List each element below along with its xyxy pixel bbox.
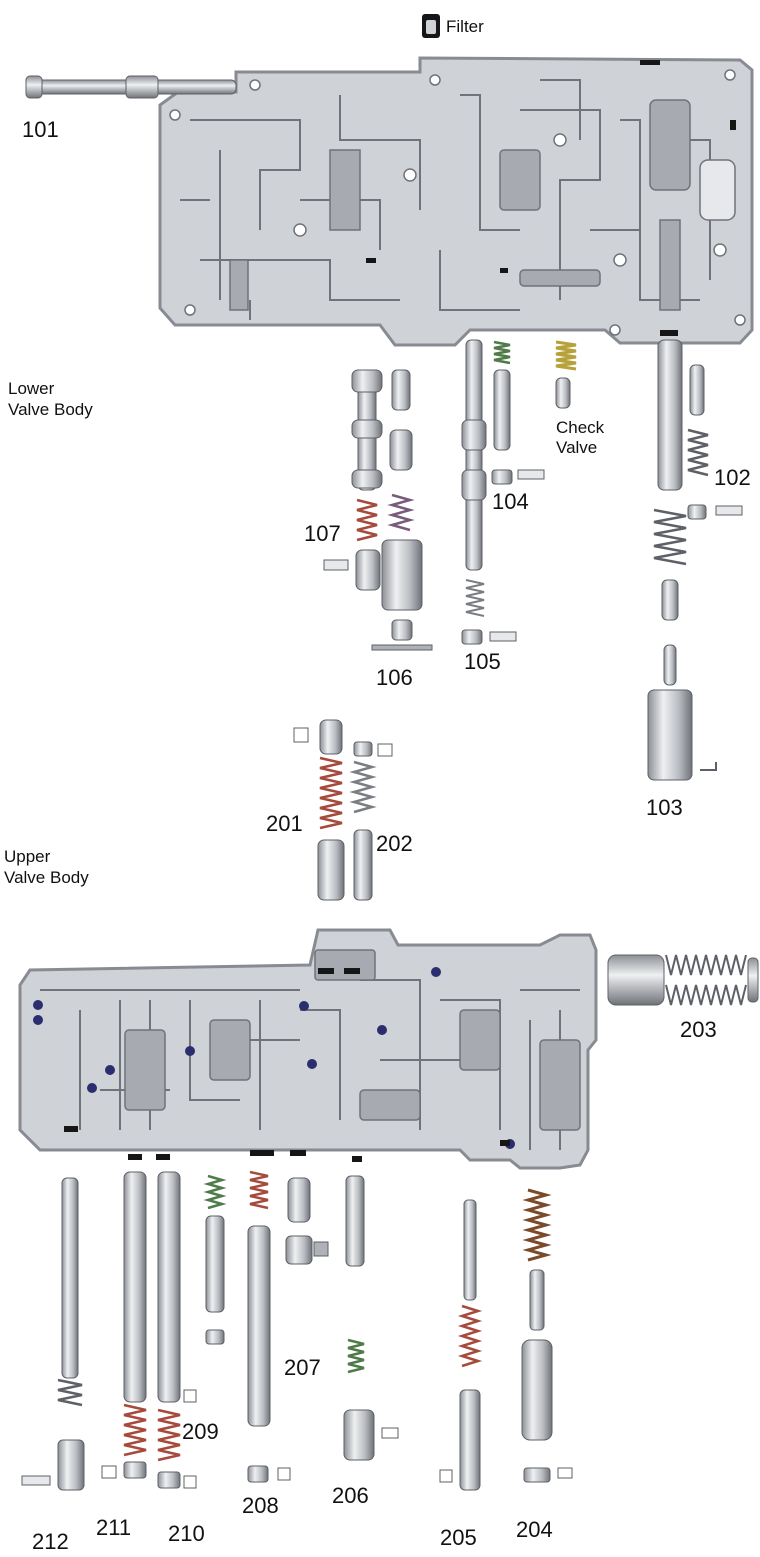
callout-104: 104: [492, 489, 529, 514]
part-106-valve-stack: [371, 369, 433, 651]
part-106-spring: [387, 493, 415, 532]
part-212-valve-stack: [21, 1177, 85, 1491]
lower-valve-body-label: Lower Valve Body: [8, 378, 93, 420]
part-104-valve-stack: [491, 369, 545, 485]
callout-208: 208: [242, 1493, 279, 1518]
part-203-spring-lower: [665, 984, 747, 1006]
callout-210: 210: [168, 1521, 205, 1546]
check-valve-body: [555, 377, 571, 409]
part-209-valve-stack: [183, 1215, 225, 1403]
callout-105: 105: [464, 649, 501, 674]
callout-209: 209: [182, 1419, 219, 1444]
upper-valve-body-label: Upper Valve Body: [4, 846, 89, 888]
callout-106: 106: [376, 665, 413, 690]
part-207-assembly: [285, 1177, 329, 1265]
part-205-valve-stack: [439, 1199, 481, 1491]
callout-201: 201: [266, 811, 303, 836]
part-204-spring: [522, 1188, 552, 1262]
part-107-spring: [356, 498, 378, 542]
part-102-valve-stack: [687, 364, 743, 520]
part-203-spring-upper: [665, 954, 747, 976]
part-103-valve-stack: [647, 339, 717, 781]
part-201-spring: [319, 756, 343, 830]
lower-label-line-1: Lower: [8, 379, 55, 398]
part-201-valve-stack: [293, 719, 345, 901]
lower-valve-body-plate: [158, 56, 754, 347]
callout-102: 102: [714, 465, 751, 490]
part-102-spring: [687, 428, 709, 477]
part-103-spring: [653, 508, 687, 566]
callout-212: 212: [32, 1529, 69, 1554]
callout-101: 101: [22, 117, 59, 142]
part-104-spring: [493, 340, 511, 365]
callout-202: 202: [376, 831, 413, 856]
part-211-valve-stack: [101, 1171, 147, 1479]
part-203-assembly: [607, 954, 759, 1006]
callout-203: 203: [680, 1017, 717, 1042]
upper-label-line-2: Valve Body: [4, 868, 89, 887]
part-107-valve-stack: [323, 369, 383, 591]
upper-label-line-1: Upper: [4, 847, 51, 866]
check-valve-line-2: Valve: [556, 438, 598, 457]
part-208-spring: [249, 1170, 269, 1210]
callout-204: 204: [516, 1517, 553, 1542]
part-212-spring: [57, 1378, 83, 1407]
part-101-rod: [25, 75, 237, 99]
check-valve-spring: [555, 340, 577, 371]
check-valve-line-1: Check: [556, 418, 605, 437]
part-204-valve-stack: [521, 1269, 573, 1483]
part-210-spring: [157, 1408, 181, 1462]
check-valve-label: Check Valve: [556, 418, 604, 458]
part-202-valve-stack: [353, 741, 393, 901]
part-205-spring: [457, 1304, 483, 1368]
callout-103: 103: [646, 795, 683, 820]
callout-206: 206: [332, 1483, 369, 1508]
callout-205: 205: [440, 1525, 477, 1550]
part-211-spring: [123, 1403, 147, 1457]
callout-207: 207: [284, 1355, 321, 1380]
part-206-spring: [347, 1338, 365, 1374]
lower-label-line-2: Valve Body: [8, 400, 93, 419]
part-105-spring: [465, 579, 485, 617]
callout-211: 211: [96, 1515, 132, 1540]
callout-107: 107: [304, 521, 341, 546]
part-208-valve-stack: [247, 1225, 291, 1483]
filter-label: Filter: [446, 17, 484, 36]
part-202-spring: [349, 760, 377, 814]
part-105-valve-stack: [461, 339, 517, 645]
upper-valve-body-plate: [18, 928, 598, 1170]
part-206-valve-stack: [343, 1175, 399, 1461]
part-209-spring: [203, 1174, 227, 1210]
filter-icon: [422, 14, 440, 38]
part-210-valve-stack: [157, 1171, 197, 1489]
